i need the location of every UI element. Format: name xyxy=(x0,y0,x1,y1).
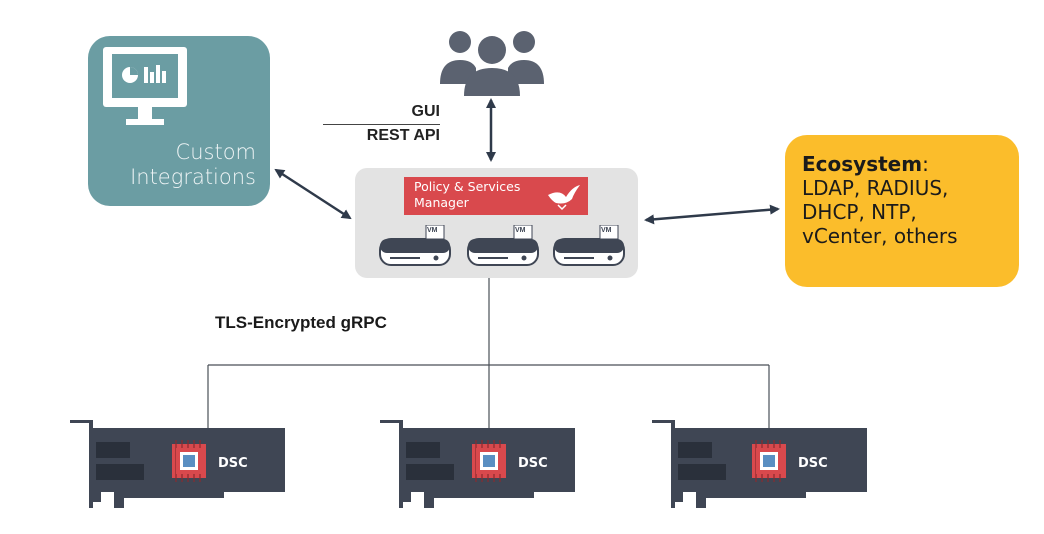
vm-tag: VM xyxy=(515,227,526,234)
monitor-icon xyxy=(103,47,187,125)
custom-label-line2: Integrations xyxy=(130,165,256,189)
users-icon xyxy=(440,31,544,96)
psm-label: Policy & Services Manager xyxy=(414,179,544,211)
vm-tag: VM xyxy=(601,227,612,234)
vm-tag: VM xyxy=(427,227,438,234)
ecosystem-line: DHCP, NTP, xyxy=(802,200,917,224)
dsc-card-3: DSC xyxy=(652,420,872,510)
gui-label: GUI xyxy=(411,103,440,120)
dsc-label: DSC xyxy=(218,456,248,471)
network-tree xyxy=(207,278,770,430)
disk-icon xyxy=(467,225,539,266)
psm-label-line1: Policy & Services xyxy=(414,179,521,194)
ecosystem-box xyxy=(785,135,1019,287)
disk-icon xyxy=(379,225,451,266)
pcie-card-icon xyxy=(380,420,575,508)
dsc-label: DSC xyxy=(798,456,828,471)
custom-integrations-label: Custom Integrations xyxy=(88,140,256,190)
vm-disk-1: VM xyxy=(378,225,454,267)
dsc-card-1: DSC xyxy=(70,420,290,510)
rest-api-label: REST API xyxy=(366,127,440,144)
bird-logo-icon xyxy=(548,185,580,211)
api-divider xyxy=(323,124,440,125)
arrow-psm-ecosystem xyxy=(644,204,780,225)
tls-grpc-label: TLS-Encrypted gRPC xyxy=(215,313,387,332)
arrow-custom-psm xyxy=(274,168,352,220)
ecosystem-colon: : xyxy=(922,152,929,176)
pcie-card-icon xyxy=(652,420,867,508)
vm-disk-3: VM xyxy=(552,225,628,267)
vm-disk-2: VM xyxy=(466,225,542,267)
dsc-label: DSC xyxy=(518,456,548,471)
ecosystem-line: LDAP, RADIUS, xyxy=(802,176,949,200)
psm-label-line2: Manager xyxy=(414,195,469,210)
dsc-card-2: DSC xyxy=(380,420,600,510)
ecosystem-heading: Ecosystem: xyxy=(802,152,1012,176)
custom-label-line1: Custom xyxy=(175,140,256,164)
ecosystem-line: vCenter, others xyxy=(802,224,958,248)
ecosystem-title: Ecosystem xyxy=(802,152,923,176)
disk-icon xyxy=(553,225,625,266)
pcie-card-icon xyxy=(70,420,285,508)
ecosystem-text: Ecosystem: LDAP, RADIUS, DHCP, NTP, vCen… xyxy=(802,152,1012,248)
